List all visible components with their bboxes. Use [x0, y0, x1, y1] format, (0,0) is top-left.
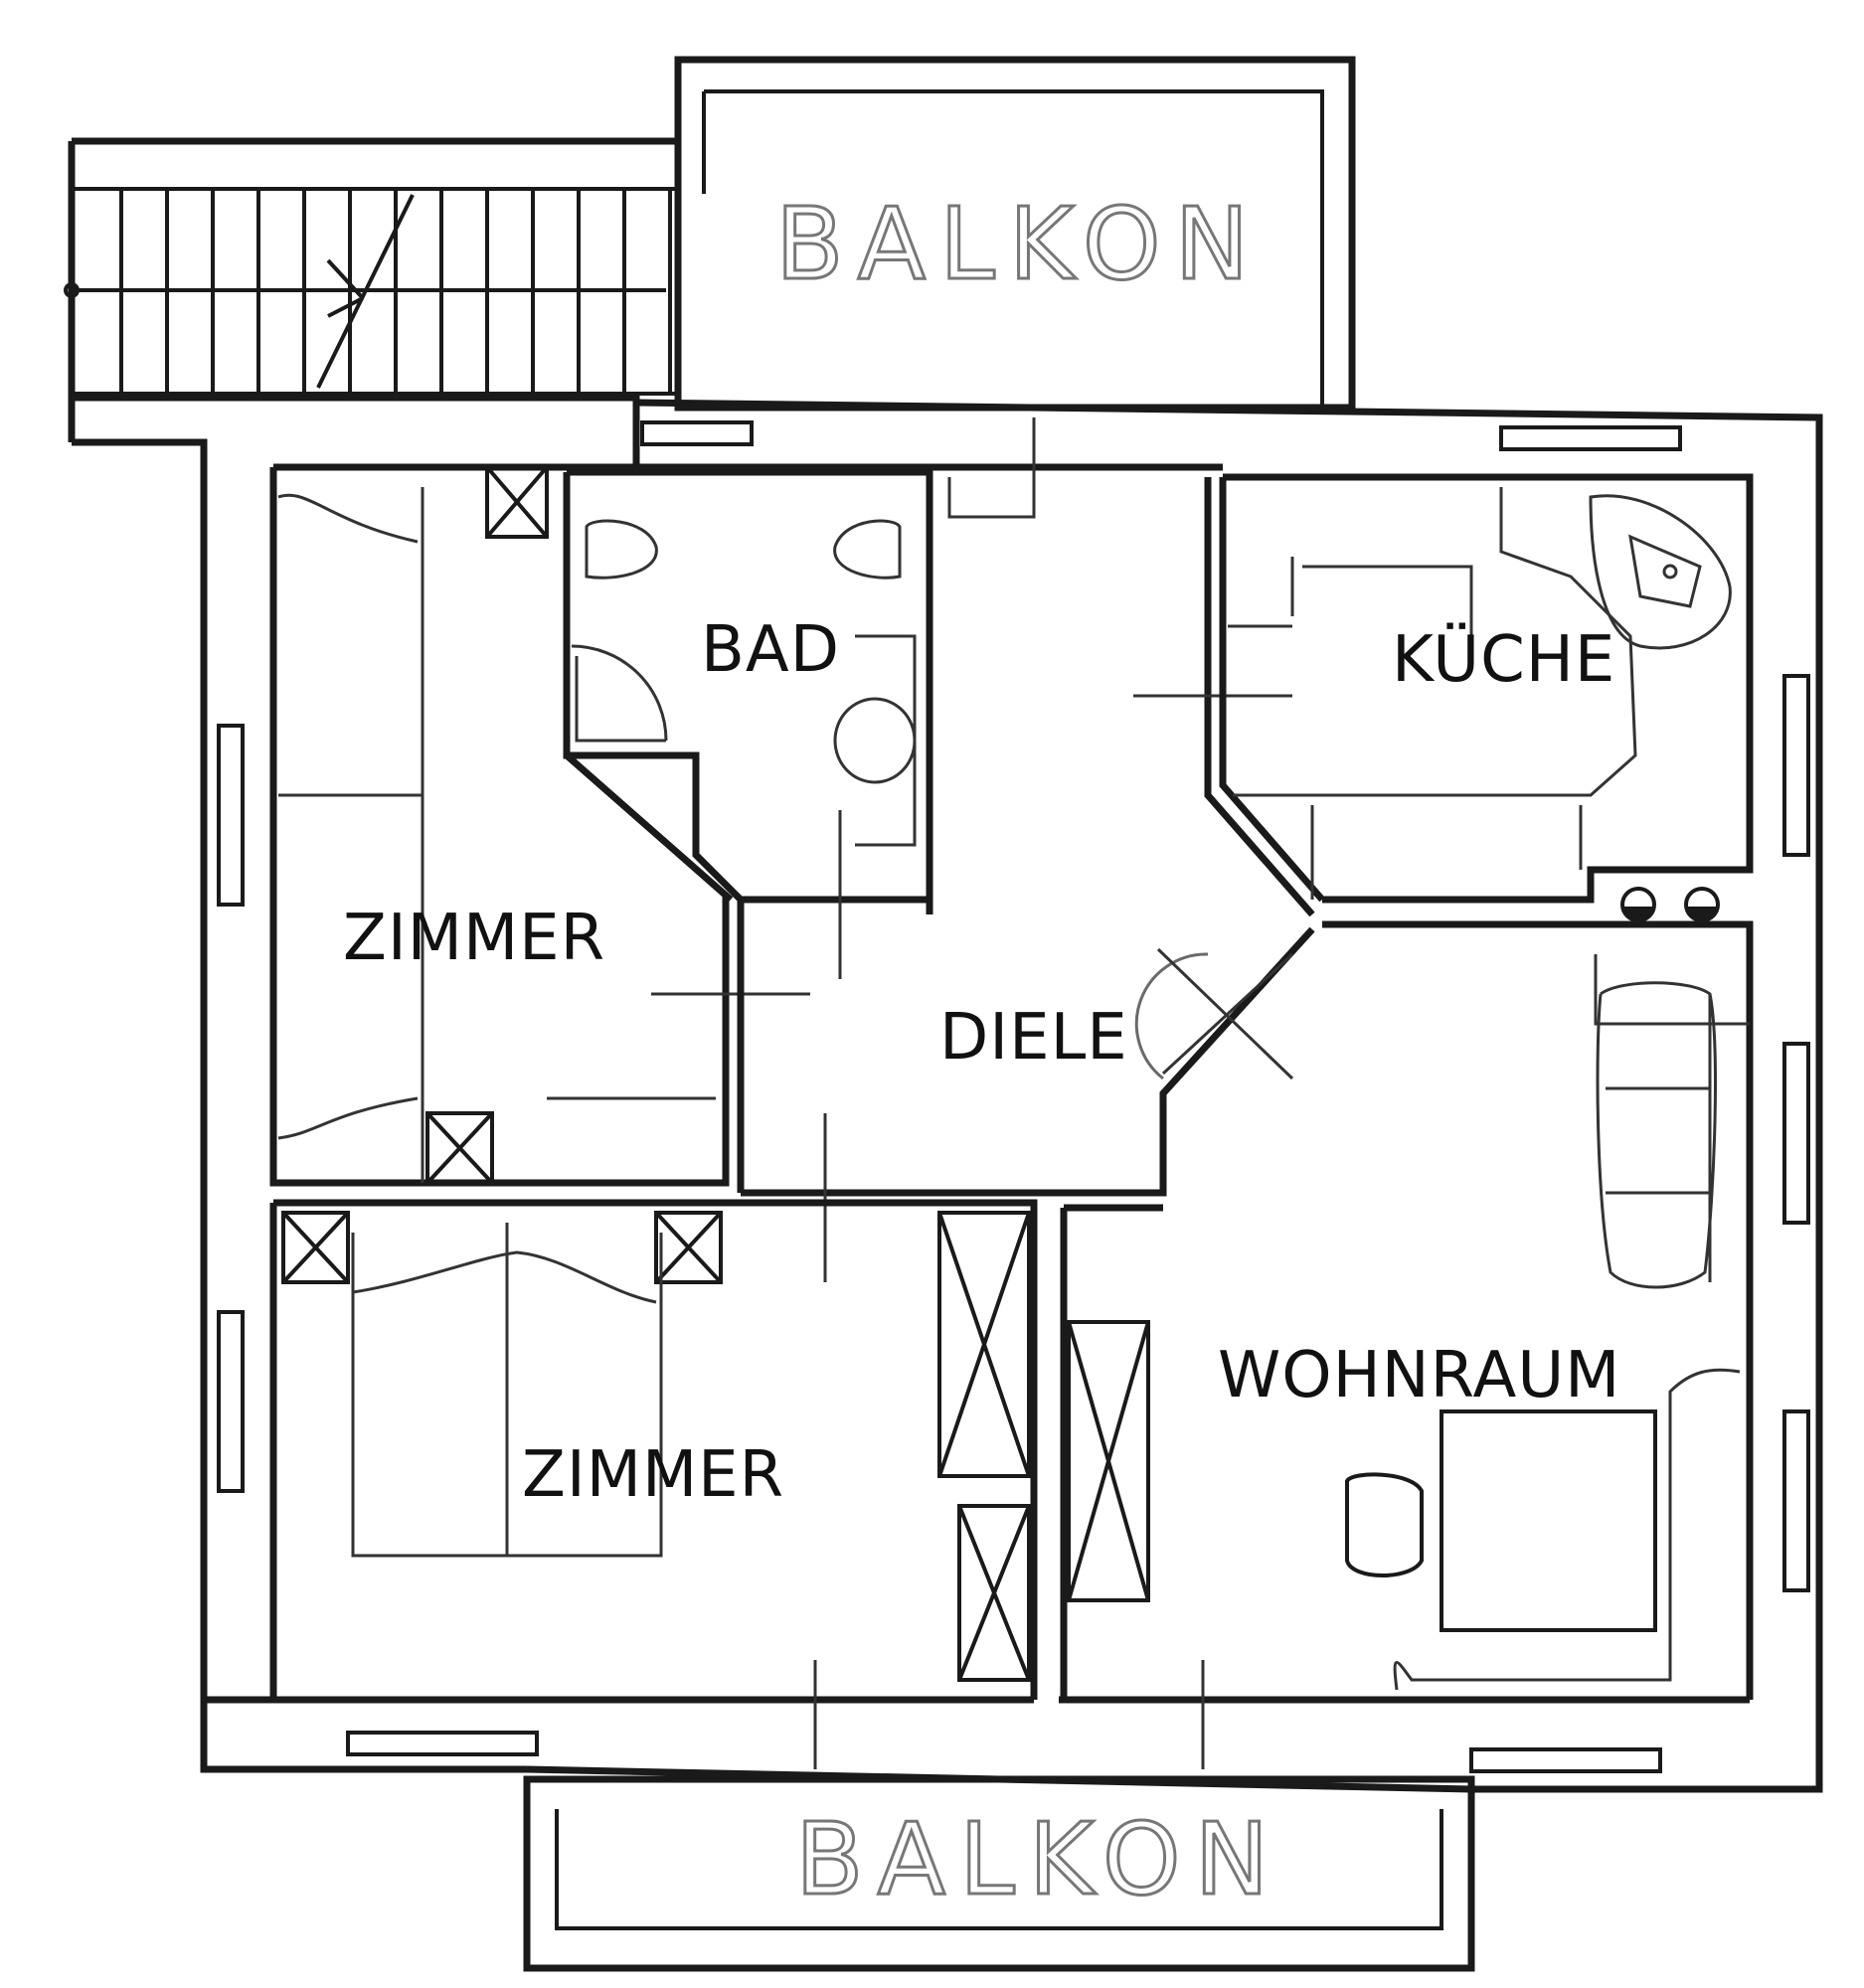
label-diele: DIELE — [939, 1001, 1128, 1075]
room-zimmer-1 — [269, 465, 810, 1187]
balcony-bottom — [523, 1775, 1475, 1972]
room-bad — [563, 468, 933, 914]
room-kueche — [1219, 473, 1754, 904]
staircase — [64, 137, 678, 442]
utility-knobs — [1620, 887, 1720, 922]
room-diele — [737, 417, 1315, 1282]
label-zimmer-2: ZIMMER — [522, 1438, 784, 1512]
label-kueche: KÜCHE — [1392, 622, 1615, 697]
room-zimmer-2 — [269, 1199, 1038, 1769]
label-wohnraum: WOHNRAUM — [1218, 1339, 1620, 1412]
outer-walls — [68, 394, 1823, 1793]
room-wohnraum — [1060, 920, 1754, 1769]
windows — [217, 420, 1810, 1773]
label-balkon-top: BALKON — [775, 186, 1263, 302]
label-zimmer-1: ZIMMER — [343, 902, 605, 975]
label-bad: BAD — [701, 613, 840, 687]
label-balkon-bottom: BALKON — [795, 1801, 1282, 1917]
